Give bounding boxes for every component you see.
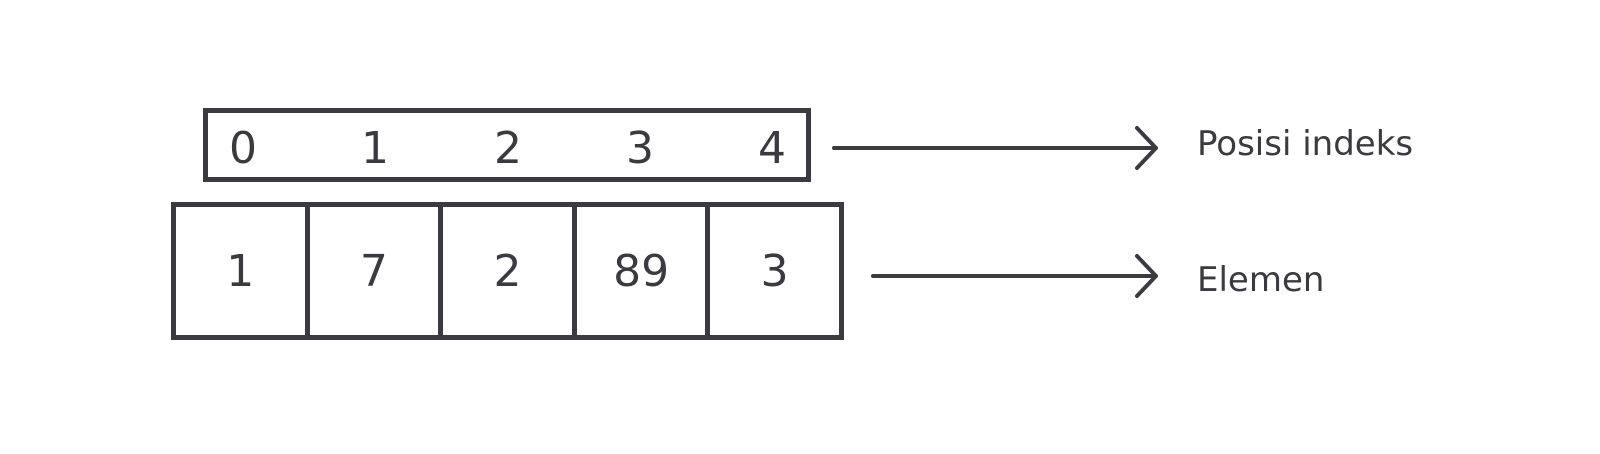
index-4: 4	[758, 123, 786, 174]
element-label: Elemen	[1197, 260, 1325, 300]
index-arrow	[832, 126, 1158, 170]
index-0: 0	[229, 123, 257, 174]
element-cell-2: 2	[443, 207, 577, 335]
element-cell-1: 7	[310, 207, 444, 335]
index-row: 0 1 2 3 4	[203, 108, 811, 182]
index-position-label: Posisi indeks	[1197, 124, 1414, 164]
element-cell-4: 3	[760, 245, 789, 297]
element-row: 1 7 2 89 3	[171, 202, 844, 340]
index-1: 1	[361, 123, 389, 174]
element-cell-0: 1	[176, 207, 310, 335]
index-2: 2	[494, 123, 522, 174]
element-cell-3: 89	[577, 207, 711, 335]
element-arrow	[871, 254, 1158, 298]
index-3: 3	[626, 123, 654, 174]
